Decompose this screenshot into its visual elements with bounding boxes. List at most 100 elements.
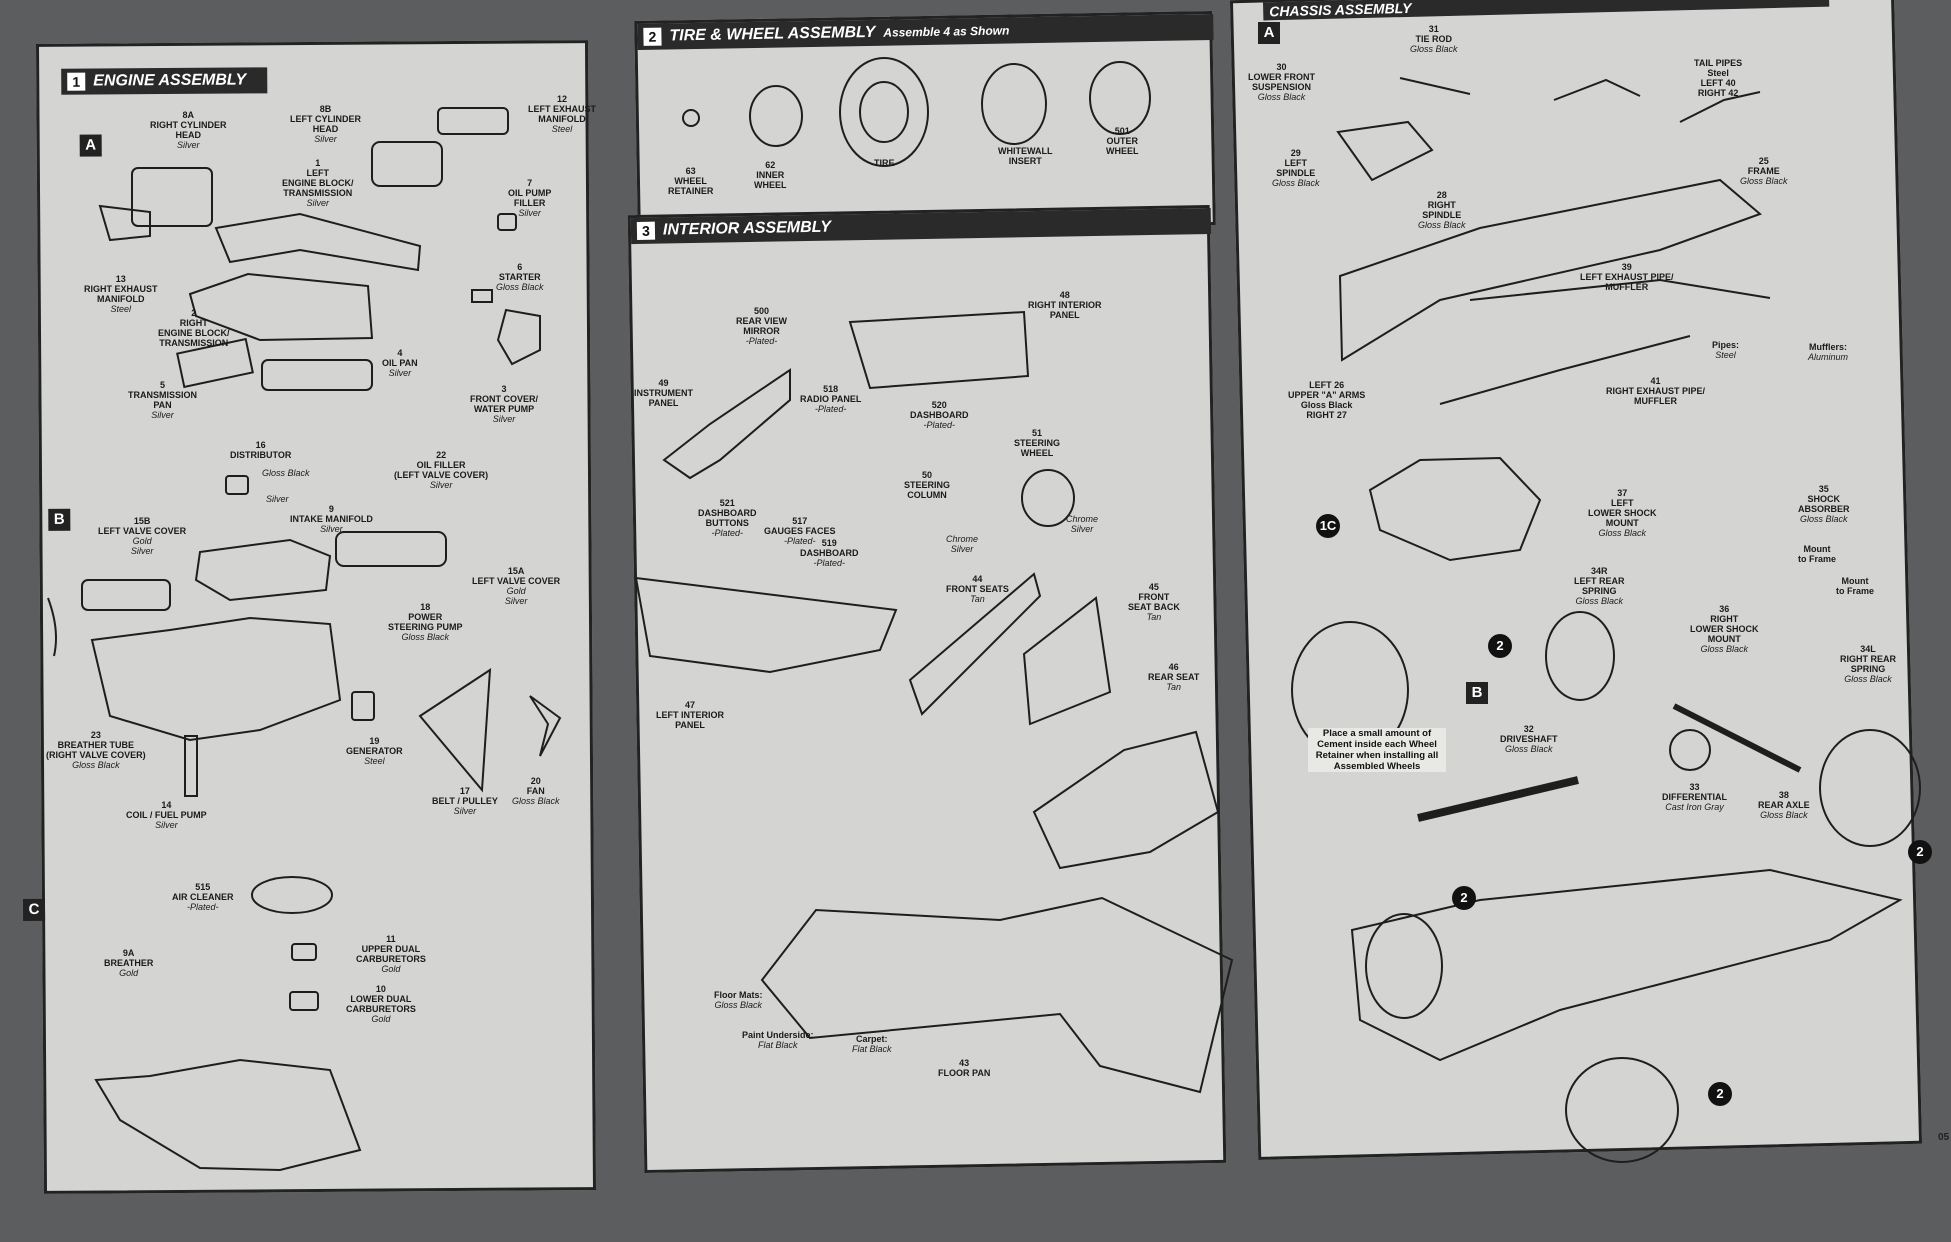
part-name: 63 WHEEL RETAINER [668, 166, 714, 196]
part-name: WHITEWALL INSERT [998, 146, 1053, 166]
belt-pulley-illustration [418, 668, 492, 793]
part-label: 520 DASHBOARD-Plated- [910, 400, 969, 430]
part-name: 62 INNER WHEEL [754, 160, 787, 190]
part-name: 519 DASHBOARD [800, 538, 859, 558]
engine-block-illustration [188, 272, 374, 342]
part-finish: Silver [314, 134, 337, 144]
part-name: Mufflers: [1809, 342, 1847, 352]
part-label: 51 STEERING WHEEL [1014, 428, 1060, 458]
part-label: 23 BREATHER TUBE (RIGHT VALVE COVER)Glos… [46, 730, 146, 770]
part-name: 47 LEFT INTERIOR PANEL [656, 700, 724, 730]
part-name: 5 TRANSMISSION PAN [128, 380, 198, 410]
water-pump-illustration [496, 308, 541, 366]
part-name: 28 RIGHT SPINDLE [1422, 190, 1462, 220]
chassis-step-b-marker: B [1466, 682, 1488, 704]
part-finish: Silver [492, 414, 516, 424]
part-finish: Steel [110, 304, 132, 314]
part-label: 519 DASHBOARD-Plated- [800, 538, 859, 568]
page-number-fragment: 05 [1938, 1132, 1950, 1143]
chassis-assembly-illustration [1350, 868, 1903, 1062]
part-finish: Gold Silver [504, 586, 528, 606]
part-name: 4 OIL PAN [382, 348, 418, 368]
part-label: Gloss Black [262, 468, 310, 478]
part-label: 22 OIL FILLER (LEFT VALVE COVER)Silver [394, 450, 488, 490]
inner-wheel-illustration [749, 85, 803, 147]
part-name: TIRE [874, 158, 895, 168]
part-finish: Aluminum [1808, 352, 1849, 362]
part-name: 18 POWER STEERING PUMP [388, 602, 463, 632]
whitewall-insert-illustration [981, 63, 1047, 145]
part-finish: Gold [371, 1014, 391, 1024]
part-finish: Gloss Black [714, 1000, 762, 1010]
left-interior-panel-illustration [634, 576, 898, 674]
oil-filler-illustration [497, 213, 517, 231]
engine-subassembly-illustration [94, 1058, 362, 1172]
part-name: 29 LEFT SPINDLE [1276, 148, 1316, 178]
part-name: 45 FRONT SEAT BACK [1128, 582, 1180, 612]
part-finish: Gloss Black [1760, 810, 1808, 820]
part-name: 25 FRAME [1747, 156, 1780, 176]
part-name: 500 REAR VIEW MIRROR [736, 306, 788, 336]
part-label: Chrome Silver [946, 534, 978, 554]
engine-chassis-illustration [1368, 456, 1542, 562]
part-finish: Gloss Black [1272, 178, 1320, 188]
part-label: 63 WHEEL RETAINER [668, 166, 713, 196]
cement-note: Place a small amount of Cement inside ea… [1308, 728, 1446, 772]
part-name: 10 LOWER DUAL CARBURETORS [346, 984, 416, 1014]
frame-illustration [1338, 178, 1762, 362]
part-name: Mount to Frame [1798, 544, 1837, 564]
front-seat-back-illustration [1022, 596, 1112, 726]
part-label: 41 RIGHT EXHAUST PIPE/ MUFFLER [1606, 376, 1705, 406]
part-finish: -Plated- [813, 558, 845, 568]
part-finish: Gold [381, 964, 401, 974]
part-finish: Chrome Silver [946, 534, 979, 554]
part-name: 35 SHOCK ABSORBER [1798, 484, 1850, 514]
part-name: 19 GENERATOR [346, 736, 403, 756]
part-finish: Silver [151, 410, 174, 420]
part-finish: Gloss Black [1575, 596, 1623, 606]
outer-wheel-illustration [1089, 61, 1151, 135]
part-finish: Gloss Black [1505, 744, 1553, 754]
part-finish: Gloss Black [1410, 44, 1458, 54]
part-label: 62 INNER WHEEL [754, 160, 787, 190]
part-label: WHITEWALL INSERT [998, 146, 1053, 166]
part-name: 41 RIGHT EXHAUST PIPE/ MUFFLER [1606, 376, 1706, 406]
part-name: 30 LOWER FRONT SUSPENSION [1248, 62, 1315, 92]
lower-front-suspension-illustration [1336, 120, 1434, 182]
part-finish: -Plated- [814, 404, 847, 414]
part-name: 15A LEFT VALVE COVER [472, 566, 561, 586]
part-finish: Tan [1146, 612, 1162, 622]
part-finish: -Plated- [711, 528, 743, 538]
part-label: 517 GAUGES FACES-Plated- [764, 516, 836, 546]
part-name: 49 INSTRUMENT PANEL [634, 378, 693, 408]
part-label: Floor Mats:Gloss Black [714, 990, 763, 1010]
part-label: Mount to Frame [1836, 576, 1874, 596]
part-finish: Gloss Black [1598, 528, 1646, 538]
part-finish: Gloss Black [1700, 644, 1748, 654]
part-label: 48 RIGHT INTERIOR PANEL [1028, 290, 1102, 320]
part-name: 13 RIGHT EXHAUST MANIFOLD [84, 274, 158, 304]
part-name: 36 RIGHT LOWER SHOCK MOUNT [1690, 604, 1759, 644]
part-label: 43 FLOOR PAN [938, 1058, 990, 1078]
part-finish: Steel [1715, 350, 1736, 360]
part-name: 7 OIL PUMP FILLER [508, 178, 552, 208]
part-finish: Silver [306, 198, 330, 208]
wheel-callout: 2 [1488, 634, 1512, 658]
part-name: 8A RIGHT CYLINDER HEAD [150, 110, 227, 140]
rear-wheel-illustration [1545, 611, 1615, 701]
